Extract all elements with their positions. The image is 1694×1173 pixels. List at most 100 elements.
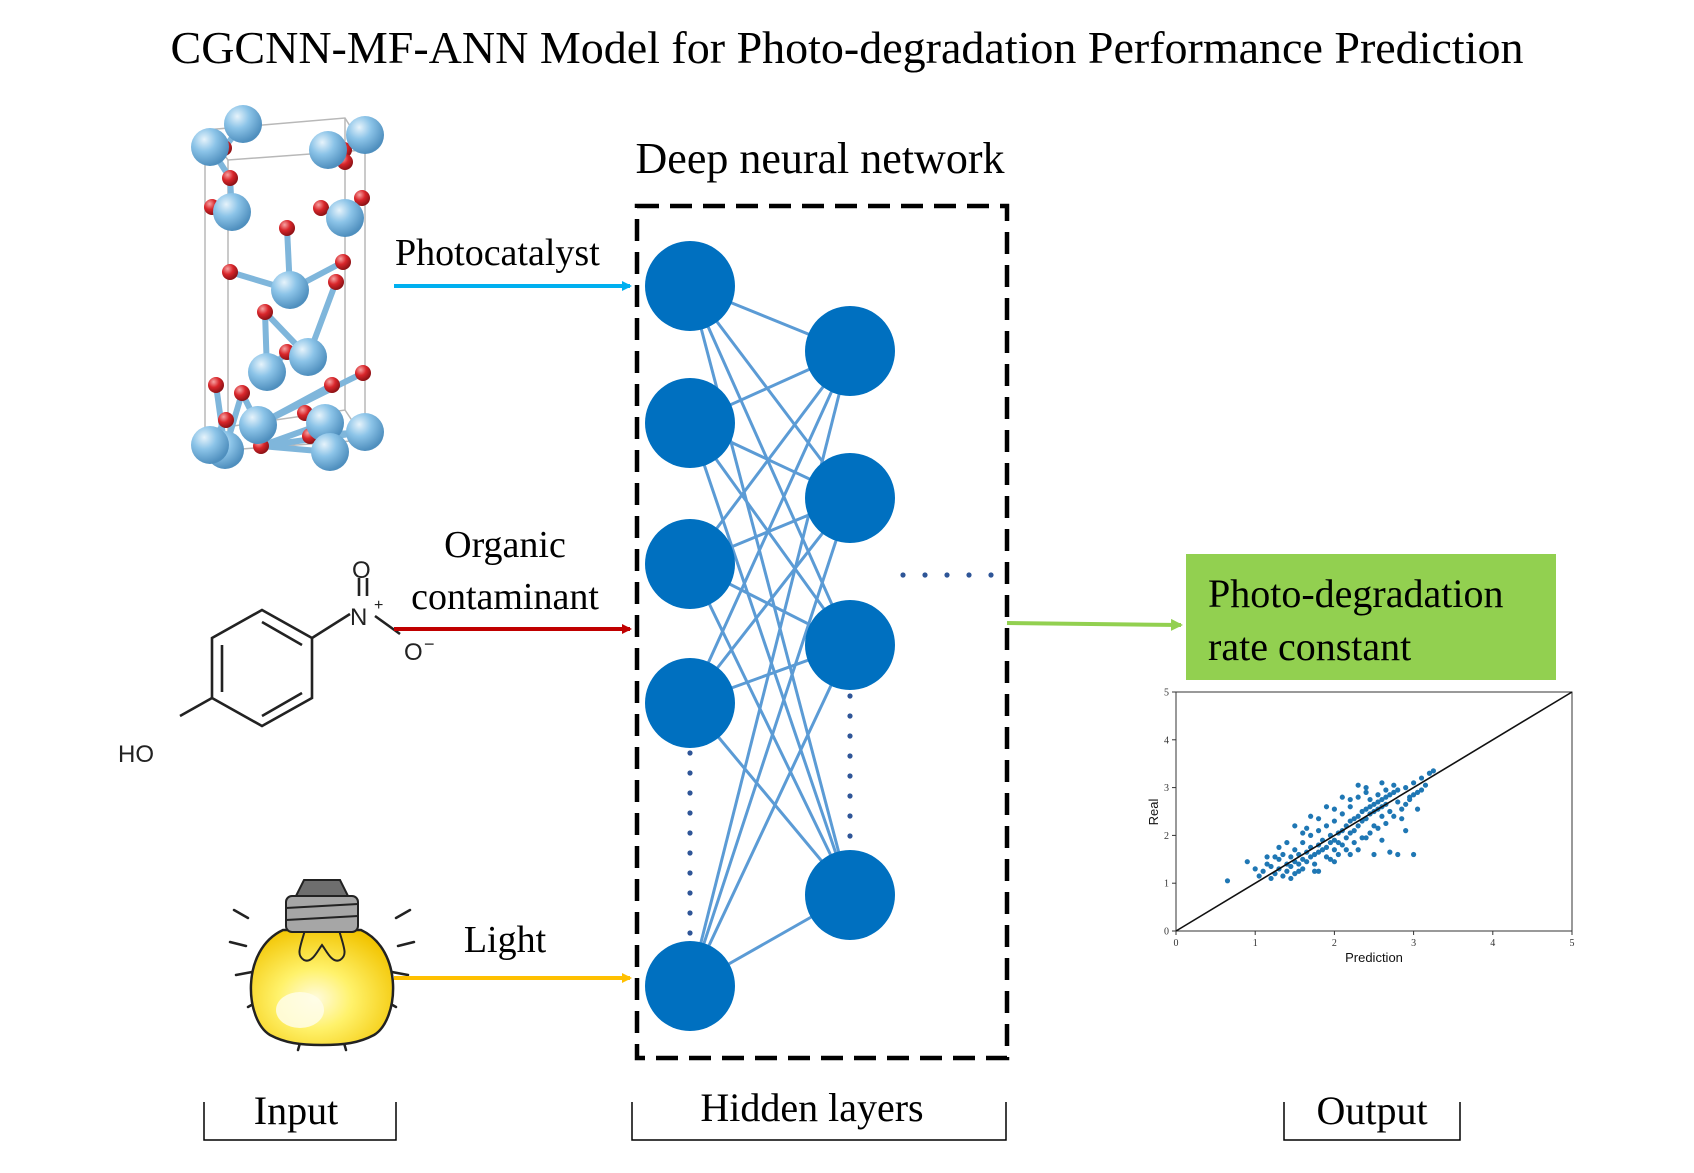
edge-l1n5-l2n1 [688, 350, 852, 987]
scatter-point-130 [1375, 792, 1381, 798]
scatter-point-15 [1284, 868, 1290, 874]
scatter-point-24 [1300, 839, 1306, 846]
scatter-point-27 [1304, 859, 1310, 865]
scatter-point-78 [1387, 792, 1393, 798]
scatter-point-132 [1391, 782, 1397, 788]
scatter-point-115 [1327, 856, 1334, 862]
network-title: Deep neural network [636, 134, 1005, 183]
metal-atom-13 [346, 413, 384, 451]
deeper-layers-ellipsis [900, 572, 994, 578]
y-tick-label-0: 0 [1164, 927, 1169, 938]
scatter-point-92 [1308, 813, 1314, 819]
scatter-point-90 [1430, 768, 1436, 774]
scatter-point-125 [1403, 801, 1409, 807]
nitro-nitrogen: N [350, 604, 367, 631]
photocatalyst-label: Photocatalyst [395, 232, 600, 274]
nitro-oxygen-right: O [404, 639, 423, 666]
scatter-point-119 [1359, 835, 1365, 841]
scatter-point-117 [1343, 847, 1349, 853]
scatter-point-12 [1280, 873, 1286, 879]
oxygen-atom-11 [328, 274, 344, 290]
layer-2-node-1 [805, 306, 895, 396]
scatter-point-135 [1315, 816, 1322, 822]
x-tick-label-5: 5 [1570, 938, 1575, 949]
atom-spheres [191, 105, 384, 471]
oxygen-atom-16 [208, 377, 224, 393]
y-tick-label-4: 4 [1164, 735, 1169, 746]
edge-l1n4-l2n1 [688, 350, 852, 704]
oxygen-atom-5 [354, 190, 370, 206]
layer-2-node-3 [805, 600, 895, 690]
scatter-point-79 [1387, 808, 1393, 815]
layer-1-node-5 [645, 941, 735, 1031]
bulb-base [285, 895, 359, 933]
scatter-point-140 [1363, 785, 1369, 791]
crystal-structure-image [191, 105, 384, 471]
scatter-point-76 [1383, 794, 1389, 800]
scatter-point-114 [1312, 868, 1318, 874]
scatter-point-100 [1403, 828, 1409, 834]
scatter-point-116 [1335, 851, 1341, 858]
scatter-point-54 [1347, 830, 1353, 836]
scatter-point-8 [1268, 863, 1274, 870]
edge-l1n5-l2n2 [688, 497, 852, 987]
scatter-point-73 [1379, 796, 1385, 803]
scatter-point-44 [1331, 818, 1337, 824]
y-tick-label-2: 2 [1164, 831, 1169, 842]
metal-atom-11 [239, 406, 277, 444]
bulb-glass [249, 928, 395, 1047]
scatter-point-80 [1391, 789, 1397, 795]
nitro-single-bond [374, 614, 401, 636]
scatter-point-96 [1315, 868, 1322, 874]
scatter-point-2 [1244, 859, 1250, 865]
scatter-point-111 [1272, 854, 1278, 860]
scatter-point-110 [1414, 806, 1421, 812]
scatter-point-47 [1335, 839, 1341, 846]
scatter-point-81 [1395, 787, 1401, 793]
scatter-point-23 [1300, 856, 1306, 862]
scatter-point-126 [1407, 796, 1413, 803]
y-tick-label-3: 3 [1164, 783, 1169, 794]
scatter-point-30 [1308, 832, 1314, 839]
scatter-point-53 [1347, 818, 1353, 824]
bulb-filament [298, 929, 346, 962]
layer-1-ellipsis [687, 750, 693, 936]
oxygen-atom-8 [279, 220, 295, 236]
layer-1-node-4 [645, 658, 735, 748]
scatter-reference-line [1175, 691, 1573, 932]
output-box-line1: Photo-degradation [1208, 571, 1504, 616]
scatter-point-83 [1403, 785, 1409, 791]
scatter-point-45 [1331, 847, 1337, 853]
scatter-point-127 [1411, 792, 1417, 798]
network-nodes [645, 241, 895, 1031]
x-tick-label-0: 0 [1174, 938, 1179, 949]
y-tick-label-5: 5 [1164, 688, 1169, 699]
output-box-line2: rate constant [1208, 624, 1411, 669]
scatter-point-93 [1323, 804, 1330, 810]
oxygen-atom-15 [355, 365, 371, 381]
scatter-point-58 [1355, 813, 1361, 819]
scatter-point-107 [1300, 830, 1306, 836]
scatter-point-82 [1395, 799, 1401, 805]
scatter-point-60 [1355, 794, 1361, 800]
hidden-layers-frame [634, 203, 1010, 1061]
scatter-y-axis-label: Real [1146, 799, 1161, 826]
scatter-point-22 [1296, 861, 1302, 867]
benzene-ring [210, 608, 314, 728]
oxygen-atom-12 [257, 304, 273, 320]
scatter-point-31 [1312, 851, 1318, 858]
metal-atom-7 [271, 271, 309, 309]
edge-l1n2-l2n4 [688, 422, 852, 896]
scatter-point-121 [1375, 825, 1381, 831]
oxygen-atom-9 [222, 264, 238, 280]
scatter-point-66 [1367, 804, 1373, 810]
layer-1-node-2 [645, 378, 735, 468]
scatter-point-61 [1359, 808, 1365, 815]
nitro-double-bond [357, 578, 369, 596]
output-box [1186, 554, 1556, 680]
scatter-point-68 [1371, 801, 1377, 807]
scatter-point-118 [1351, 839, 1357, 846]
bond-21 [255, 370, 366, 428]
